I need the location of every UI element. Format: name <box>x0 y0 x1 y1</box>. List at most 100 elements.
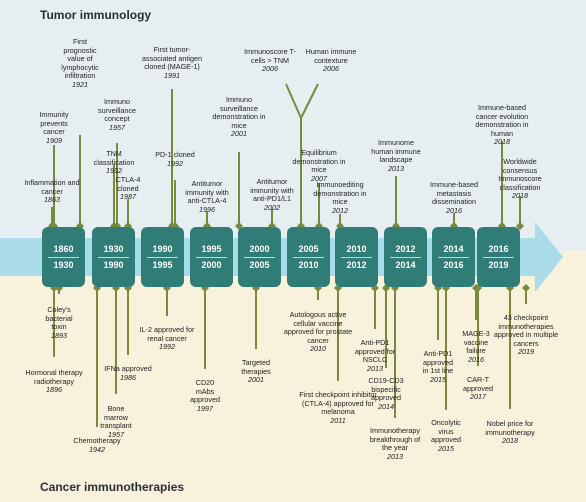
bottom-event-autologous-active-cellular-vaccine-appro: Autologous active cellular vaccine appro… <box>278 310 358 354</box>
cancer-immunotherapies-title: Cancer immunotherapies <box>40 480 185 494</box>
event-text: IFNa approved <box>104 364 152 373</box>
event-text: Immunome human immune landscape <box>371 138 421 165</box>
event-text: Immunotherapy breakthrough of the year <box>369 426 421 453</box>
period-start: 1990 <box>152 243 173 254</box>
event-text: First prognostic value of lymphocytic in… <box>61 37 99 81</box>
event-year: 2002 <box>264 202 280 212</box>
period-end: 1995 <box>152 259 173 270</box>
event-year: 1991 <box>164 70 180 80</box>
event-year: 2019 <box>518 347 534 357</box>
period-end: 2005 <box>249 259 270 270</box>
period-end: 1930 <box>53 259 74 270</box>
event-year: 2017 <box>470 392 486 402</box>
event-year: 2015 <box>438 443 454 453</box>
bottom-event-first-checkpoint-inhibitor-ctla-4-approv: First checkpoint inhibitor (CTLA-4) appr… <box>298 390 378 425</box>
tumor-immunology-title: Tumor immunology <box>40 8 152 22</box>
event-text: Antitumor immunity with anti-PD1/L1 <box>250 177 294 204</box>
event-text: Worldwide consensus Immunoscore classifi… <box>498 157 542 192</box>
event-year: 2016 <box>446 205 462 215</box>
bottom-band <box>0 251 586 502</box>
event-text: Immunity prevents cancer <box>39 110 69 137</box>
event-year: 1863 <box>44 195 60 205</box>
event-year: 2016 <box>468 354 484 364</box>
event-year: 2012 <box>332 205 348 215</box>
event-text: IL-2 approved for renal cancer <box>139 325 195 343</box>
period-start: 1860 <box>53 243 74 254</box>
period-divider <box>341 256 372 258</box>
event-year: 2013 <box>388 163 404 173</box>
period-divider <box>48 256 79 258</box>
event-text: Anti-PD1 approved for NSCLC <box>354 338 396 365</box>
event-text: CD20 mAbs approved <box>190 378 220 405</box>
bottom-event-43-checkpoint-immunotherapies-approved-i: 43 checkpoint immunotherapies approved i… <box>490 313 562 357</box>
event-text: Chemotherapy <box>73 436 121 445</box>
event-text: Immunoediting demonstration in mice <box>313 180 367 207</box>
period-end: 2016 <box>443 259 464 270</box>
period-start: 2016 <box>488 243 509 254</box>
period-start: 2010 <box>346 243 367 254</box>
event-year: 2018 <box>494 137 510 147</box>
event-year: 1921 <box>72 79 88 89</box>
event-year: 2018 <box>502 436 518 446</box>
period-start: 1930 <box>103 243 124 254</box>
event-year: 1996 <box>199 204 215 214</box>
period-start: 1995 <box>201 243 222 254</box>
event-text: Anti-PD1 approved in 1st line <box>422 349 454 376</box>
event-text: Targeted therapies <box>241 358 271 376</box>
bottom-diamond-18 <box>522 284 530 292</box>
period-box-2010-2012: 2010 2012 <box>335 227 378 287</box>
period-end: 2010 <box>298 259 319 270</box>
event-year: 1893 <box>51 330 67 340</box>
top-event-immune-based-cancer-evolution-demonstrat: Immune-based cancer evolution demonstrat… <box>467 103 537 147</box>
event-text: Immuno surveillance demonstration in mic… <box>212 95 266 130</box>
event-text: Immune-based cancer evolution demonstrat… <box>475 103 529 138</box>
event-text: MAGE-3 vaccine failure <box>462 329 490 356</box>
event-year: 1986 <box>120 372 136 382</box>
event-year: 1942 <box>89 444 105 454</box>
event-text: CD19-CD3 bispecific approved <box>368 376 404 403</box>
event-text: 43 checkpoint immunotherapies approved i… <box>493 313 559 348</box>
period-end: 2012 <box>346 259 367 270</box>
event-year: 1992 <box>167 158 183 168</box>
event-text: First checkpoint inhibitor (CTLA-4) appr… <box>299 390 377 417</box>
event-text: CAR-T approved <box>463 375 493 393</box>
event-text: Autologous active cellular vaccine appro… <box>283 310 353 345</box>
event-year: 1992 <box>159 342 175 352</box>
top-event-immuno-surveillance-demonstration-in-mic: Immuno surveillance demonstration in mic… <box>211 95 267 139</box>
event-text: Antitumor immunity with anti-CTLA-4 <box>185 179 229 206</box>
event-year: 1957 <box>109 122 125 132</box>
top-event-first-tumor-associated-antigen-cloned-ma: First tumor-associated antigen cloned (M… <box>140 45 204 80</box>
event-text: Nobel price for immunotherapy <box>485 419 535 437</box>
event-year: 2018 <box>512 191 528 201</box>
event-year: 2001 <box>231 129 247 139</box>
period-end: 1990 <box>103 259 124 270</box>
event-year: 1932 <box>106 166 122 176</box>
y-connector-left <box>285 83 302 119</box>
event-text: Coley's bacterial toxin <box>45 305 73 332</box>
period-divider <box>483 256 514 258</box>
